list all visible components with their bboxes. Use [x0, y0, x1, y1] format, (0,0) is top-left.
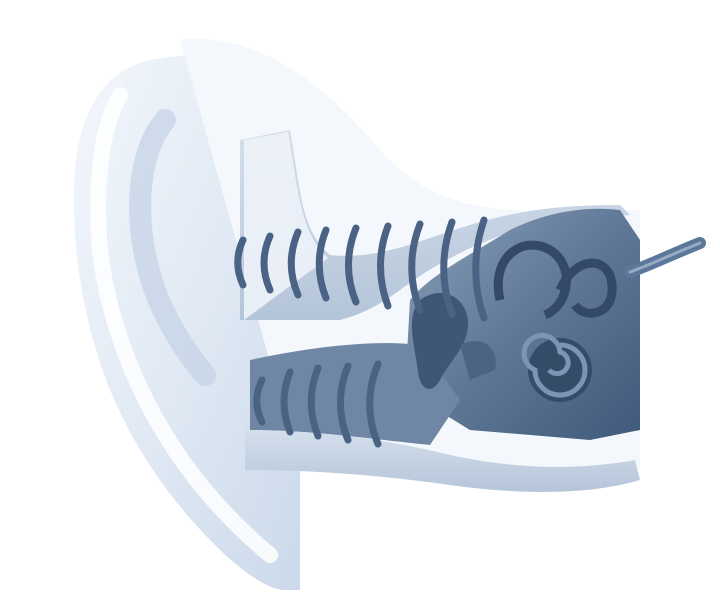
ossicles-icon: [411, 292, 496, 389]
semicircular-canals-icon: [493, 240, 617, 320]
ear-canal: [250, 343, 460, 445]
lower-bone-tissue: [245, 430, 640, 492]
upper-bone-tissue: [240, 130, 630, 320]
outer-ear-inner-fold: [129, 109, 216, 386]
outer-ear-rim: [90, 87, 278, 563]
sound-wave-icon: [234, 216, 488, 322]
cochlea-icon: [521, 332, 592, 402]
sound-wave-icon: [253, 360, 382, 448]
